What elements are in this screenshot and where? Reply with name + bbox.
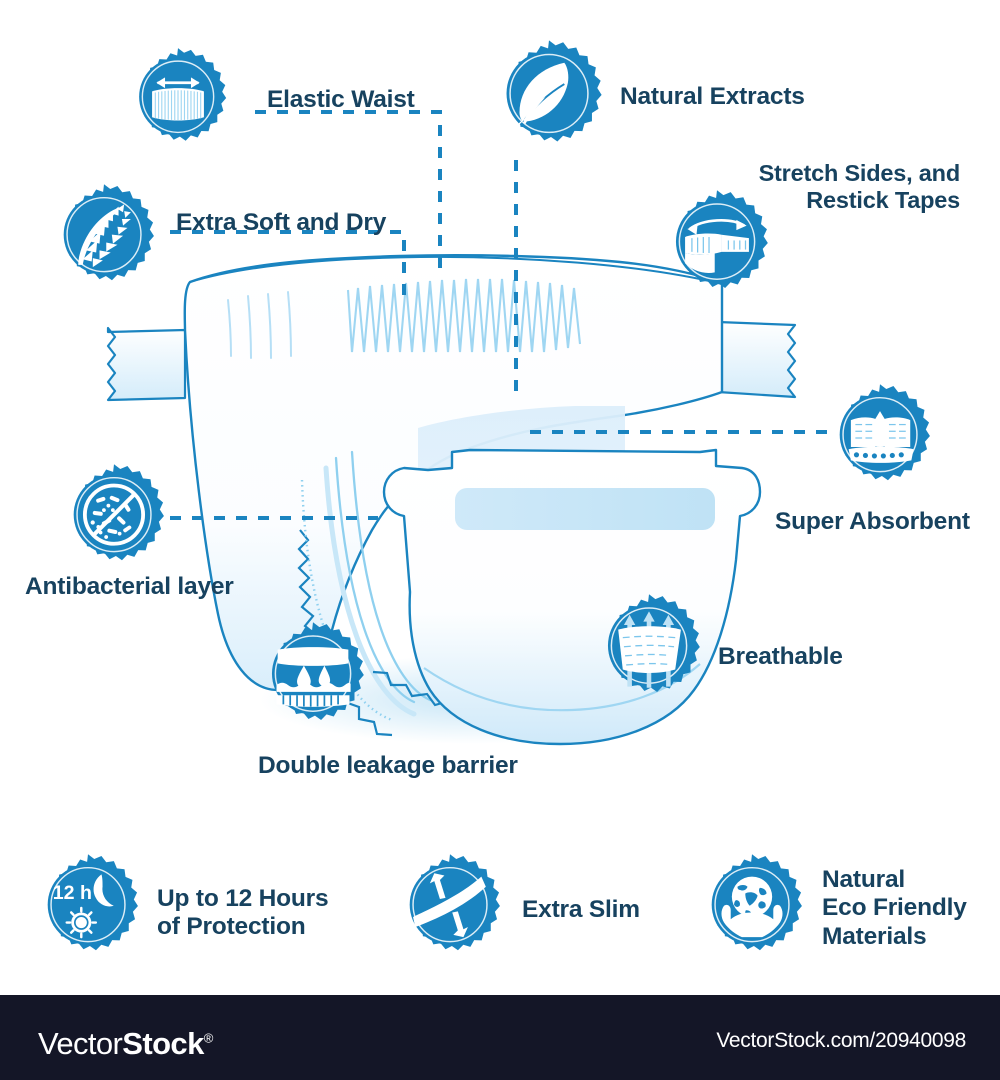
label-antibacterial: Antibacterial layer — [25, 573, 234, 600]
night-protection-icon: 12 h — [47, 854, 138, 951]
absorbent-layers-icon — [839, 384, 930, 481]
label-extra-soft-dry: Extra Soft and Dry — [176, 209, 387, 236]
breathable-icon — [607, 594, 700, 692]
watermark-footer — [0, 995, 1000, 1080]
infographic-canvas: Elastic Waist Natural Extracts — [25, 38, 971, 964]
logo-text-vector: Vector — [38, 1026, 123, 1061]
badge-natural-eco-friendly[interactable] — [696, 852, 808, 964]
badge-12-hours-protection[interactable]: 12 h — [32, 852, 144, 964]
badge-elastic-waist[interactable] — [124, 46, 232, 154]
badge-antibacterial[interactable] — [58, 462, 170, 574]
leaf-icon — [506, 40, 602, 142]
badge-extra-soft-dry[interactable] — [48, 182, 160, 294]
vectorstock-url: VectorStock.com/20940098 — [716, 1029, 966, 1052]
badge-stretch-sides[interactable] — [660, 188, 774, 302]
stretch-tape-icon — [675, 190, 768, 288]
label-breathable: Breathable — [718, 643, 843, 670]
feather-icon — [63, 184, 154, 281]
badge-natural-extracts[interactable] — [490, 38, 608, 156]
label-natural-eco-friendly: Natural Eco Friendly Materials — [822, 866, 967, 950]
vectorstock-logo: VectorStock® — [38, 1026, 214, 1061]
badge-extra-slim[interactable] — [394, 852, 506, 964]
badge-breathable[interactable] — [592, 592, 706, 706]
label-super-absorbent: Super Absorbent — [775, 508, 970, 535]
badge-text-12h: 12 h — [53, 882, 92, 904]
registered-mark-icon: ® — [203, 1030, 214, 1046]
badge-super-absorbent[interactable] — [824, 382, 936, 494]
elastic-waist-icon — [139, 48, 227, 141]
logo-text-stock: Stock — [122, 1026, 204, 1061]
label-stretch-sides: Stretch Sides, and Restick Tapes — [758, 160, 961, 214]
leakage-barrier-icon — [271, 622, 364, 720]
eco-globe-hands-icon — [711, 854, 802, 951]
badge-double-leakage-barrier[interactable] — [256, 620, 370, 734]
extra-slim-icon — [409, 854, 500, 951]
label-double-leakage-barrier: Double leakage barrier — [258, 752, 518, 779]
connector-elastic-waist — [255, 110, 442, 270]
label-elastic-waist: Elastic Waist — [267, 86, 415, 113]
label-12-hours-protection: Up to 12 Hours of Protection — [157, 885, 329, 941]
label-natural-extracts: Natural Extracts — [620, 83, 805, 110]
no-bacteria-icon — [73, 464, 164, 561]
label-extra-slim: Extra Slim — [522, 896, 640, 923]
